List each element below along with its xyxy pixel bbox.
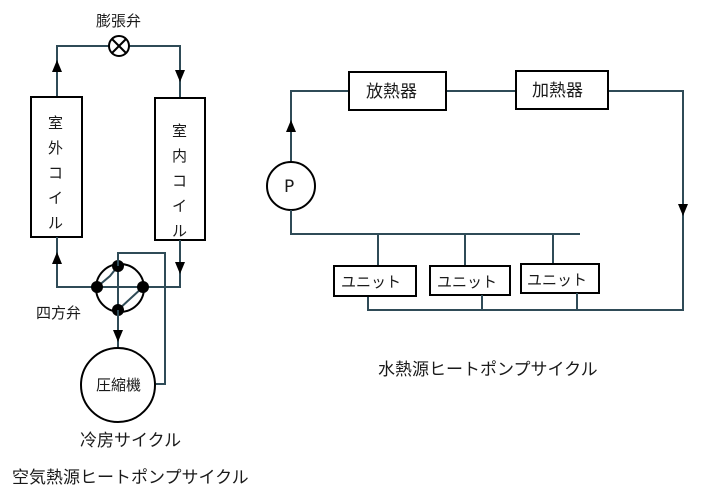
expansion-valve-label: 膨張弁 [96, 12, 141, 30]
down-arrow-icon [113, 330, 123, 342]
outdoor-coil-char-2: コ [48, 164, 63, 182]
down-arrow-icon [175, 70, 185, 82]
four-way-valve-label: 四方弁 [36, 304, 81, 322]
heater-box [515, 70, 609, 110]
unit-1-label: ユニット [341, 273, 401, 291]
water-source-cycle: 放熱器 加熱器 P ユニット ユニット ユニット 水熱源ヒートポンプサイクル [266, 70, 688, 380]
heater-outlet-line [367, 90, 684, 311]
outdoor-coil-char-4: ル [48, 214, 63, 232]
unit-3-label: ユニット [527, 271, 587, 289]
air-source-title: 空気熱源ヒートポンプサイクル [12, 468, 249, 488]
up-arrow-icon [52, 60, 62, 72]
supply-line [290, 90, 349, 162]
pump-label: P [284, 177, 294, 197]
four-way-valve-icon [91, 260, 149, 316]
indoor-coil-char-0: 室 [172, 122, 187, 140]
air-source-cycle: 膨張弁 室 外 コ イ ル 室 内 コ イ ル [12, 12, 249, 488]
outdoor-coil-char-0: 室 [48, 114, 63, 132]
indoor-coil-char-1: 内 [172, 147, 187, 165]
indoor-coil-return-line [143, 240, 181, 288]
unit-box-2 [429, 265, 511, 296]
compressor-discharge-line [117, 252, 166, 385]
outdoor-coil-char-1: 外 [48, 139, 63, 157]
outdoor-coil-char-3: イ [48, 189, 63, 207]
radiator-box [348, 71, 447, 111]
return-header-line [290, 210, 580, 235]
down-arrow-icon [175, 262, 185, 274]
unit-box-3 [520, 263, 600, 294]
unit-box-1 [333, 265, 417, 297]
indoor-coil-char-2: コ [172, 172, 187, 190]
unit-2-label: ユニット [437, 273, 497, 291]
outdoor-coil-return-line [56, 237, 97, 288]
indoor-coil-char-3: イ [172, 197, 187, 215]
up-arrow-icon [52, 252, 62, 264]
compressor [80, 347, 156, 423]
cooling-cycle-label: 冷房サイクル [80, 431, 181, 451]
compressor-label: 圧縮機 [96, 376, 141, 394]
down-arrow-icon [678, 204, 688, 216]
up-arrow-icon [286, 120, 296, 132]
expansion-valve-icon [108, 35, 130, 57]
heater-label: 加熱器 [532, 81, 583, 101]
indoor-coil [154, 97, 206, 241]
water-source-title: 水熱源ヒートポンプサイクル [378, 360, 598, 380]
radiator-label: 放熱器 [366, 82, 417, 102]
indoor-coil-char-4: ル [172, 222, 187, 240]
